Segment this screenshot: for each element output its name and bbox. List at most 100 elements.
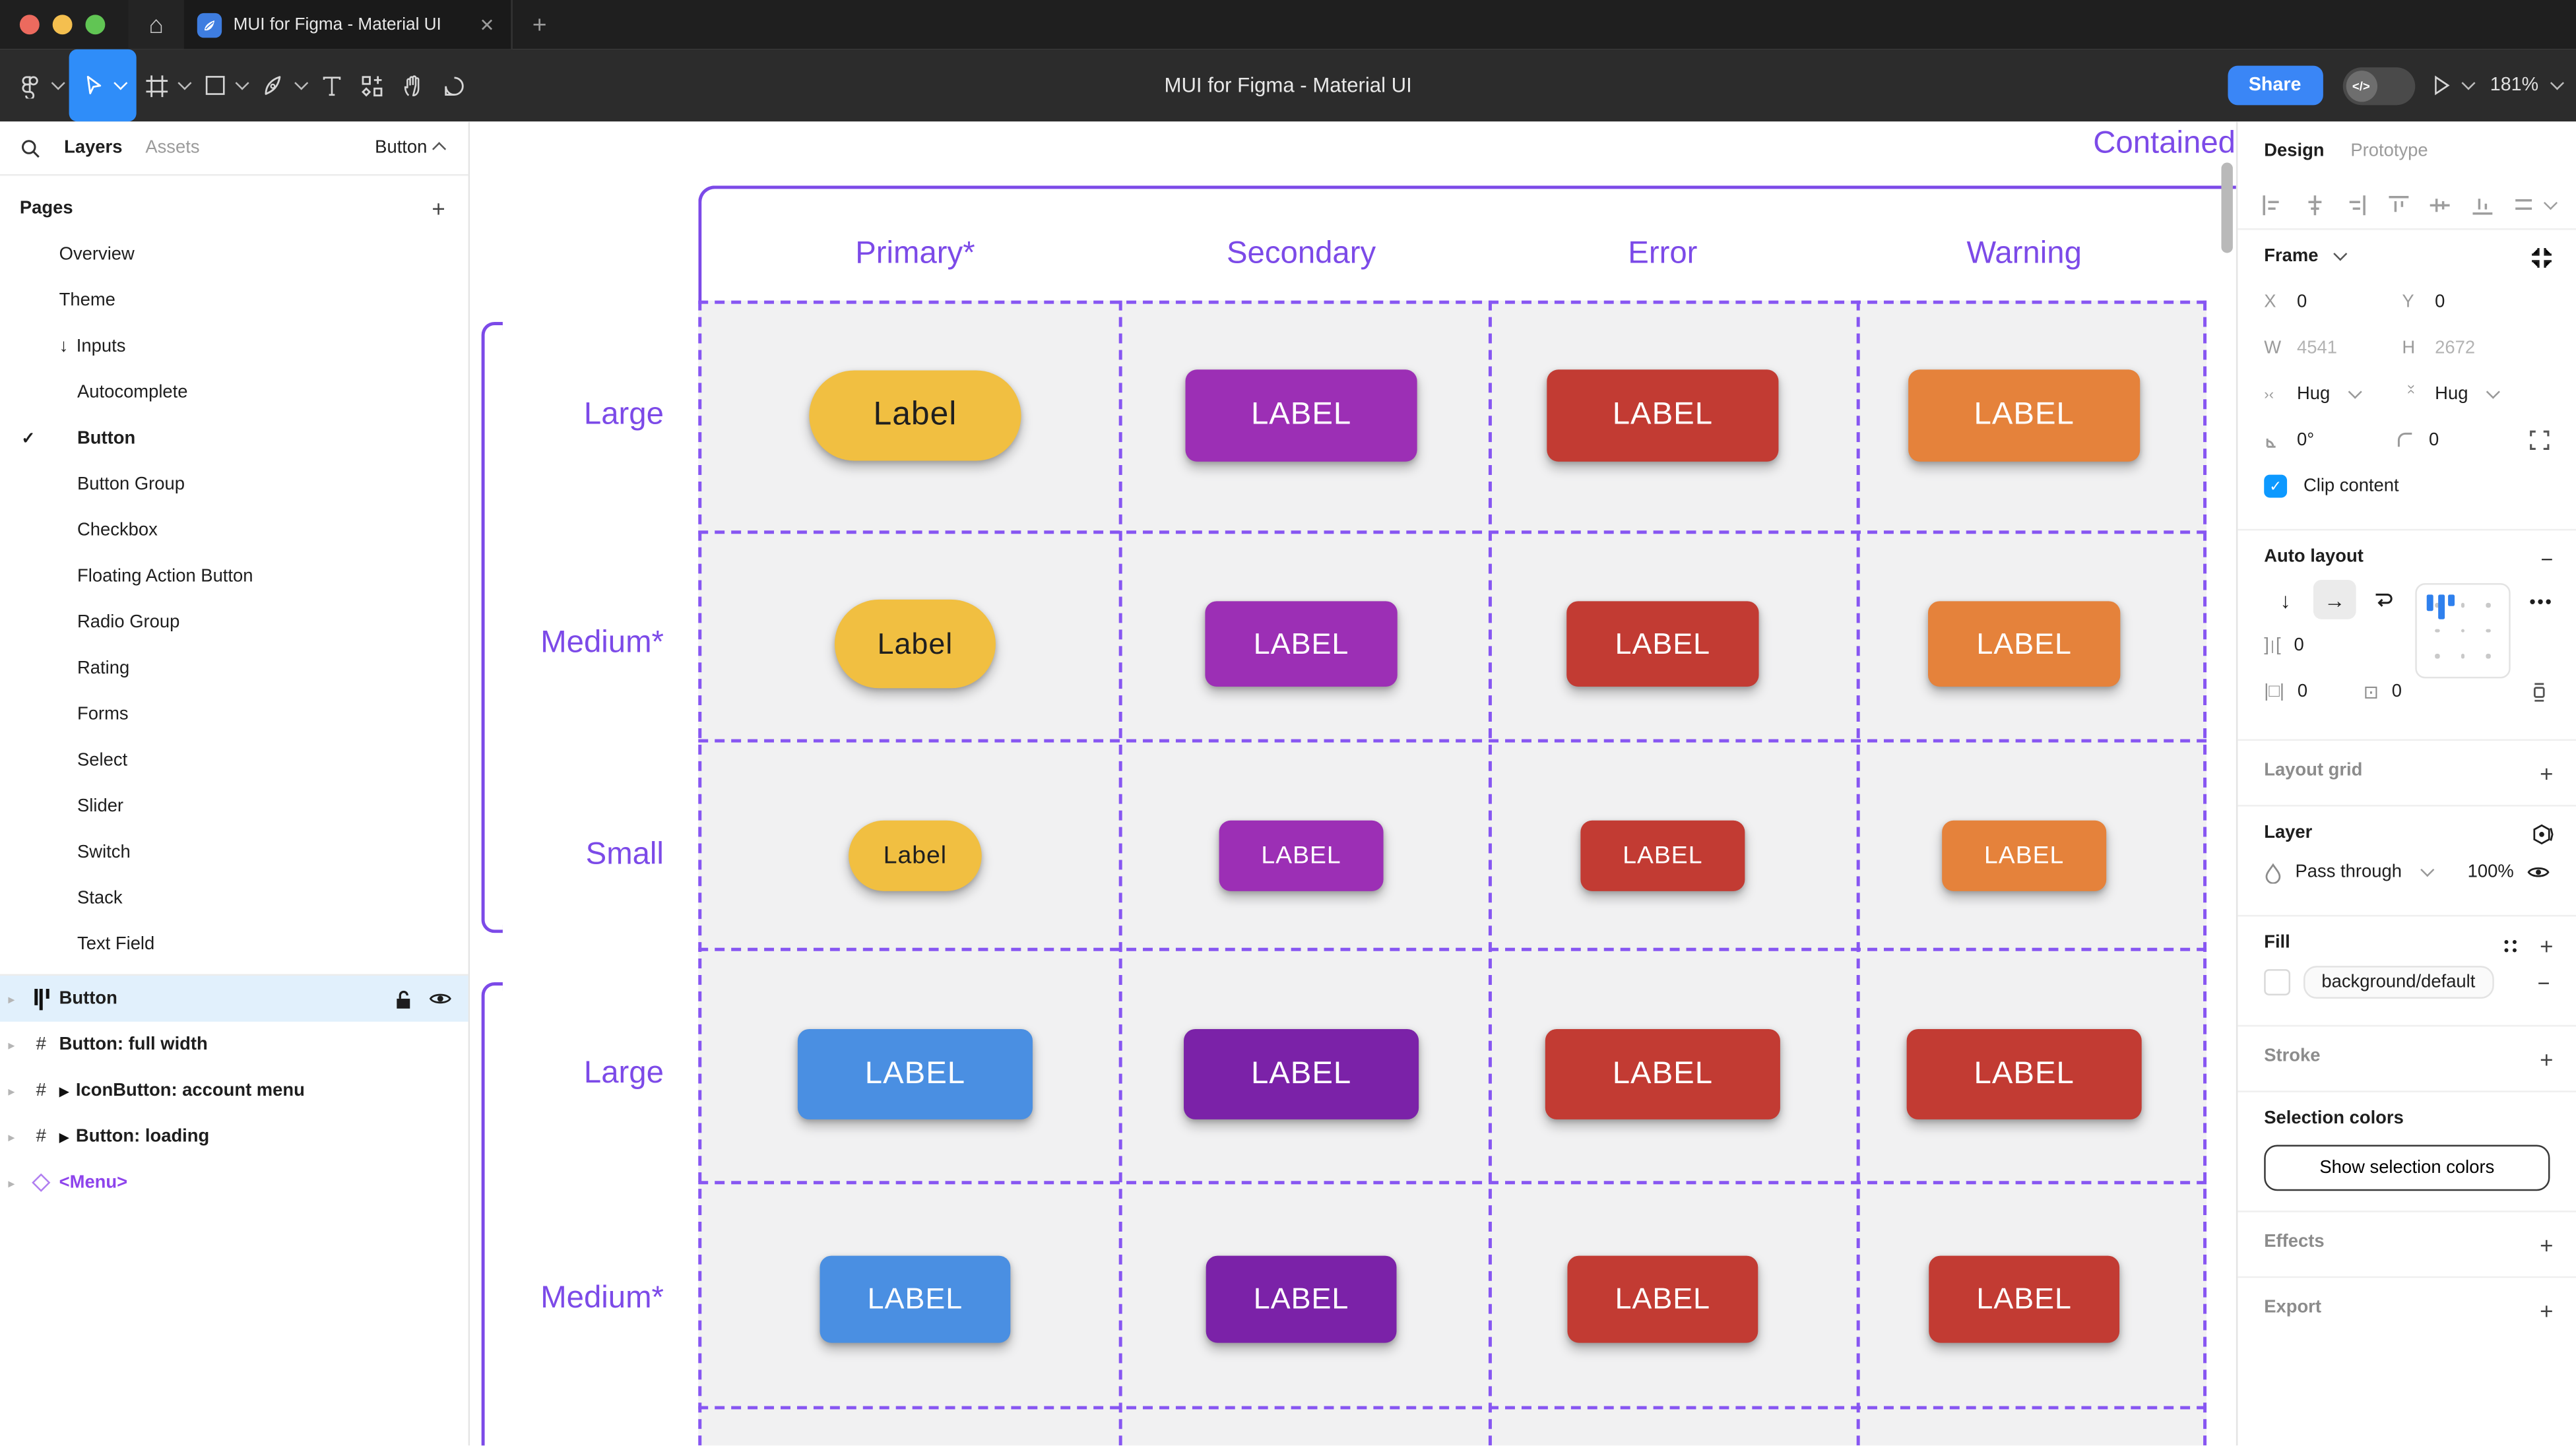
canvas-button-md-col3[interactable]: LABEL	[1566, 601, 1759, 687]
close-window-icon[interactable]	[19, 15, 40, 35]
chevron-down-icon[interactable]	[2333, 247, 2348, 261]
page-item-switch[interactable]: Switch	[0, 829, 468, 875]
page-item-autocomplete[interactable]: Autocomplete	[0, 369, 468, 416]
canvas-button-lg2-col2[interactable]: LABEL	[1184, 1028, 1419, 1119]
comment-tool-button[interactable]	[434, 57, 474, 113]
add-export-icon[interactable]: +	[2540, 1298, 2554, 1324]
page-item-text-field[interactable]: Text Field	[0, 922, 468, 968]
column-header-secondary[interactable]: Secondary	[1226, 236, 1376, 271]
main-menu-button[interactable]	[10, 57, 69, 113]
align-left-icon[interactable]	[2261, 193, 2284, 216]
layer-row-button[interactable]: ▸Button	[0, 976, 468, 1022]
frame-section-title[interactable]: Frame	[2264, 246, 2319, 267]
remove-auto-layout-icon[interactable]: −	[2540, 547, 2554, 572]
page-item-floating-action-button[interactable]: Floating Action Button	[0, 553, 468, 600]
canvas-button-md2-col3[interactable]: LABEL	[1567, 1255, 1758, 1343]
document-tab[interactable]: MUI for Figma - Material UI ✕	[183, 0, 513, 49]
canvas-button-md-col2[interactable]: LABEL	[1205, 601, 1398, 687]
canvas-button-sm-col3[interactable]: LABEL	[1580, 820, 1745, 891]
eye-icon[interactable]	[429, 990, 452, 1007]
fill-style-chip[interactable]: background/default	[2303, 966, 2494, 999]
horizontal-resizing-select[interactable]: Hug	[2297, 384, 2331, 404]
styles-icon[interactable]	[2500, 936, 2520, 956]
layer-row-button-loading[interactable]: ▸#▶Button: loading	[0, 1114, 468, 1160]
page-item-slider[interactable]: Slider	[0, 784, 468, 830]
canvas-button-md2-col4[interactable]: LABEL	[1929, 1255, 2120, 1343]
hand-tool-button[interactable]	[393, 57, 434, 113]
page-selector[interactable]: Button	[375, 138, 447, 158]
fullscreen-window-icon[interactable]	[85, 15, 106, 35]
independent-corners-icon[interactable]	[2528, 429, 2550, 452]
search-icon[interactable]	[20, 137, 41, 158]
canvas-button-lg2-col3[interactable]: LABEL	[1545, 1028, 1780, 1119]
width-input[interactable]: 4541	[2297, 338, 2337, 358]
clip-content-checkbox[interactable]: ✓	[2264, 474, 2288, 498]
column-header-warning[interactable]: Warning	[1966, 236, 2082, 271]
frame-title[interactable]: Contained	[2093, 126, 2236, 162]
share-button[interactable]: Share	[2227, 65, 2323, 106]
column-header-primary[interactable]: Primary*	[855, 236, 975, 271]
canvas-button-md-col1[interactable]: Label	[834, 599, 996, 689]
page-item-button-group[interactable]: Button Group	[0, 462, 468, 508]
fill-color-swatch[interactable]	[2264, 969, 2291, 995]
add-layout-grid-icon[interactable]: +	[2540, 760, 2554, 787]
shape-tool-button[interactable]	[195, 57, 253, 113]
chevron-down-icon[interactable]	[294, 76, 309, 90]
canvas-button-lg-col2[interactable]: LABEL	[1185, 369, 1417, 462]
blend-mode-select[interactable]: Pass through	[2295, 862, 2402, 883]
text-tool-button[interactable]	[312, 57, 352, 113]
canvas-button-sm-col2[interactable]: LABEL	[1219, 820, 1384, 891]
canvas-button-lg2-col1[interactable]: LABEL	[797, 1028, 1033, 1119]
move-tool-button[interactable]	[69, 49, 137, 122]
canvas-button-sm-col1[interactable]: Label	[849, 820, 982, 891]
canvas-scrollbar[interactable]	[2221, 162, 2233, 253]
canvas-button-lg2-col4[interactable]: LABEL	[1906, 1028, 2142, 1119]
layer-row-iconbutton-account-menu[interactable]: ▸#▶IconButton: account menu	[0, 1068, 468, 1114]
add-page-icon[interactable]: +	[432, 195, 445, 222]
expand-chevron-icon[interactable]: ▸	[8, 1083, 15, 1098]
show-selection-colors-button[interactable]: Show selection colors	[2264, 1145, 2550, 1191]
y-input[interactable]: 0	[2435, 292, 2445, 313]
height-input[interactable]: 2672	[2435, 338, 2476, 358]
page-item-stack[interactable]: Stack	[0, 875, 468, 922]
row-label-large[interactable]: Large	[583, 1056, 664, 1091]
corner-radius-input[interactable]: 0	[2428, 430, 2439, 451]
expand-chevron-icon[interactable]: ▸	[8, 1129, 15, 1145]
row-label-small[interactable]: Small	[585, 837, 664, 873]
expand-chevron-icon[interactable]: ▸	[8, 1037, 15, 1052]
align-bottom-icon[interactable]	[2470, 193, 2494, 216]
add-effect-icon[interactable]: +	[2540, 1232, 2554, 1259]
row-label-medium[interactable]: Medium*	[540, 625, 664, 660]
layer-row-button-full-width[interactable]: ▸#Button: full width	[0, 1022, 468, 1068]
home-icon[interactable]: ⌂	[128, 0, 184, 49]
alignment-grid-widget[interactable]	[2415, 582, 2511, 679]
unlock-icon[interactable]	[395, 988, 412, 1009]
x-input[interactable]: 0	[2297, 292, 2307, 313]
blend-mode-icon[interactable]	[2530, 823, 2554, 846]
gap-input[interactable]: 0	[2294, 635, 2304, 656]
canvas-button-sm-col4[interactable]: LABEL	[1942, 820, 2107, 891]
layout-wrap-icon[interactable]	[2363, 580, 2406, 619]
canvas-button-md2-col2[interactable]: LABEL	[1206, 1255, 1397, 1343]
present-button[interactable]	[2434, 75, 2475, 96]
page-item-rating[interactable]: Rating	[0, 646, 468, 692]
close-tab-icon[interactable]: ✕	[479, 15, 495, 36]
horizontal-padding-input[interactable]: 0	[2297, 681, 2308, 702]
page-item-button[interactable]: ✓Button	[0, 416, 468, 462]
canvas-button-md-col4[interactable]: LABEL	[1928, 601, 2121, 687]
independent-padding-icon[interactable]	[2528, 681, 2550, 702]
chevron-down-icon[interactable]	[235, 76, 249, 90]
expand-chevron-icon[interactable]: ▸	[8, 991, 15, 1007]
layout-horizontal-icon[interactable]: →	[2313, 579, 2356, 619]
tab-prototype[interactable]: Prototype	[2350, 141, 2428, 162]
canvas-button-md2-col1[interactable]: LABEL	[820, 1255, 1011, 1343]
page-item-inputs[interactable]: ↓Inputs	[0, 324, 468, 370]
page-item-theme[interactable]: Theme	[0, 278, 468, 324]
eye-icon[interactable]	[2527, 864, 2550, 881]
add-stroke-icon[interactable]: +	[2540, 1046, 2554, 1073]
canvas-button-lg-col3[interactable]: LABEL	[1547, 369, 1779, 462]
add-fill-icon[interactable]: +	[2540, 933, 2554, 960]
frame-tool-button[interactable]	[137, 57, 196, 113]
rotation-input[interactable]: 0°	[2297, 430, 2315, 451]
